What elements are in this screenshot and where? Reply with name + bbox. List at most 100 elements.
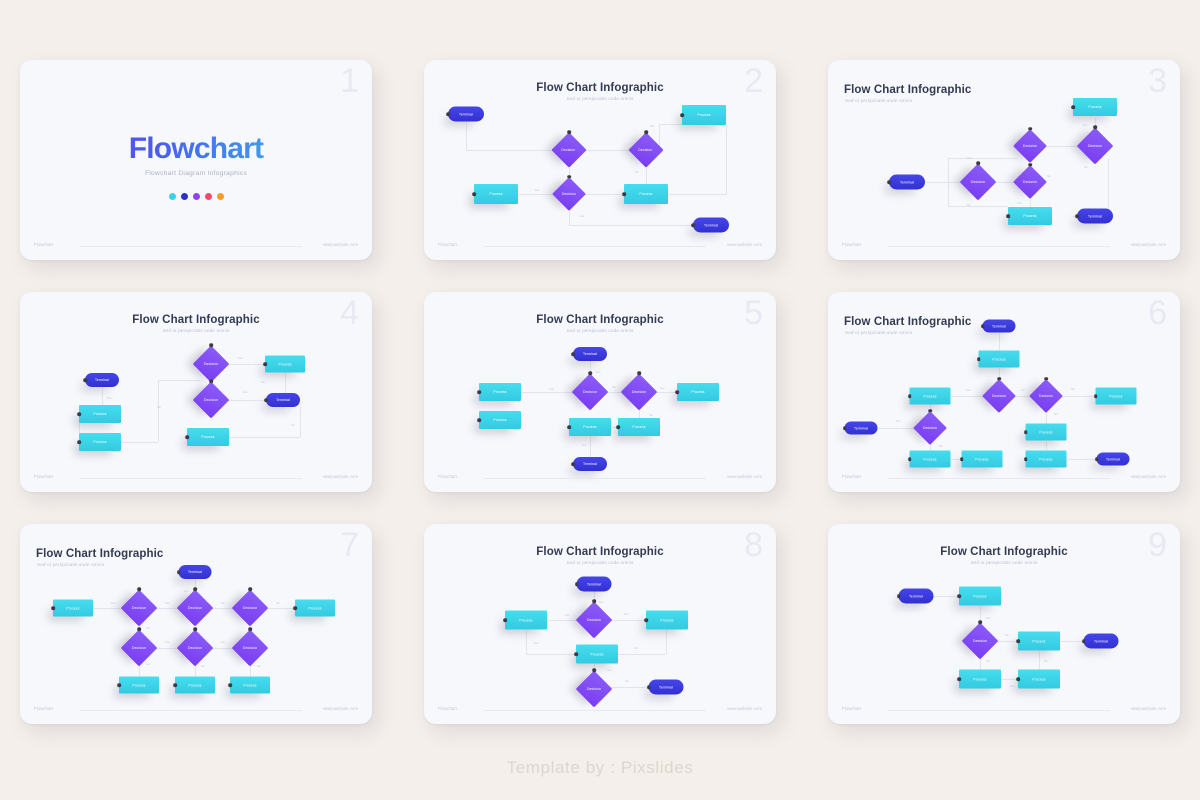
node-terminal[interactable]: Terminal — [898, 588, 934, 604]
connector-line — [195, 579, 196, 595]
node-decision[interactable]: Decision — [1029, 379, 1063, 413]
node-process[interactable]: Process — [474, 184, 518, 204]
junction-dot — [185, 435, 189, 439]
node-terminal[interactable]: Terminal — [178, 565, 212, 579]
edge-label: Yes — [242, 390, 248, 394]
node-terminal[interactable]: Terminal — [1083, 633, 1119, 649]
node-decision[interactable]: Decision — [231, 589, 269, 627]
node-process[interactable]: Process — [646, 610, 688, 630]
slide-subtitle: Sed ut perspiciatis unde omnis — [566, 328, 634, 333]
node-process[interactable]: Process — [624, 184, 668, 204]
junction-dot — [976, 357, 981, 361]
node-terminal[interactable]: Terminal — [844, 421, 878, 435]
node-decision[interactable]: Decision — [231, 629, 269, 667]
node-decision[interactable]: Decision — [571, 373, 609, 411]
node-process[interactable]: Process — [119, 676, 159, 694]
node-process[interactable]: Process — [909, 387, 951, 405]
node-terminal[interactable]: Terminal — [85, 373, 119, 387]
node-decision[interactable]: Decision — [575, 670, 613, 708]
node-decision[interactable]: Decision — [176, 589, 214, 627]
node-process[interactable]: Process — [677, 383, 719, 401]
node-terminal[interactable]: Terminal — [648, 679, 684, 695]
node-process[interactable]: Process — [961, 450, 1003, 468]
node-decision[interactable]: Decision — [961, 622, 999, 660]
node-decision[interactable]: Decision — [1013, 165, 1047, 199]
node-process[interactable]: Process — [79, 433, 121, 451]
edge-label: No — [635, 170, 639, 174]
node-process[interactable]: Process — [1025, 450, 1067, 468]
node-terminal[interactable]: Terminal — [448, 106, 484, 122]
node-process[interactable]: Process — [479, 411, 521, 429]
edge-label: No — [650, 124, 654, 128]
connector-line — [666, 630, 667, 654]
connector-line — [121, 442, 158, 443]
junction-dot — [957, 594, 961, 598]
node-label: Terminal — [586, 582, 601, 586]
node-decision[interactable]: Decision — [575, 601, 613, 639]
edge-label: Yes — [581, 443, 587, 447]
node-terminal[interactable]: Terminal — [1077, 208, 1113, 224]
slide-number: 7 — [340, 526, 359, 564]
node-terminal[interactable]: Terminal — [576, 576, 612, 592]
junction-dot — [959, 457, 964, 461]
node-decision[interactable]: Decision — [120, 589, 158, 627]
node-decision[interactable]: Decision — [120, 629, 158, 667]
edge-label: Yes — [237, 356, 243, 360]
node-process[interactable]: Process — [1018, 669, 1060, 689]
node-process[interactable]: Process — [1008, 207, 1052, 225]
node-decision[interactable]: Decision — [913, 411, 947, 445]
node-decision[interactable]: Decision — [1013, 129, 1047, 163]
node-terminal[interactable]: Terminal — [693, 217, 729, 233]
node-process[interactable]: Process — [265, 355, 305, 373]
node-decision[interactable]: Decision — [982, 379, 1016, 413]
node-process[interactable]: Process — [230, 676, 270, 694]
node-decision[interactable]: Decision — [551, 132, 587, 168]
node-process[interactable]: Process — [1025, 423, 1067, 441]
node-process[interactable]: Process — [959, 586, 1001, 606]
node-process[interactable]: Process — [187, 428, 229, 446]
node-process[interactable]: Process — [505, 610, 547, 630]
node-process[interactable]: Process — [569, 418, 611, 436]
node-process[interactable]: Process — [682, 105, 726, 125]
node-terminal[interactable]: Terminal — [573, 347, 607, 361]
node-process[interactable]: Process — [53, 599, 93, 617]
node-process[interactable]: Process — [295, 599, 335, 617]
node-process[interactable]: Process — [479, 383, 521, 401]
node-process[interactable]: Process — [978, 350, 1020, 368]
node-terminal[interactable]: Terminal — [982, 319, 1016, 333]
node-terminal[interactable]: Terminal — [1096, 452, 1130, 466]
node-terminal[interactable]: Terminal — [266, 393, 300, 407]
node-process[interactable]: Process — [1073, 98, 1117, 116]
node-decision[interactable]: Decision — [192, 381, 230, 419]
edge-label: No — [201, 664, 205, 668]
node-process[interactable]: Process — [79, 405, 121, 423]
node-label: Process — [66, 606, 80, 610]
node-process[interactable]: Process — [618, 418, 660, 436]
node-process[interactable]: Process — [576, 644, 618, 664]
node-process[interactable]: Process — [1018, 631, 1060, 651]
node-decision[interactable]: Decision — [176, 629, 214, 667]
node-process[interactable]: Process — [909, 450, 951, 468]
node-decision[interactable]: Decision — [959, 163, 997, 201]
node-decision[interactable]: Decision — [620, 373, 658, 411]
node-process[interactable]: Process — [175, 676, 215, 694]
node-process[interactable]: Process — [959, 669, 1001, 689]
junction-dot — [622, 192, 626, 196]
node-terminal[interactable]: Terminal — [573, 457, 607, 471]
node-process[interactable]: Process — [1095, 387, 1137, 405]
node-terminal[interactable]: Terminal — [889, 174, 925, 190]
node-decision[interactable]: Decision — [192, 345, 230, 383]
edge-label: Yes — [965, 388, 971, 392]
slide-card-1[interactable]: 1 Flowchart Flowchart Diagram Infographi… — [20, 60, 372, 260]
connector-line — [547, 620, 581, 621]
node-decision[interactable]: Decision — [552, 177, 586, 211]
